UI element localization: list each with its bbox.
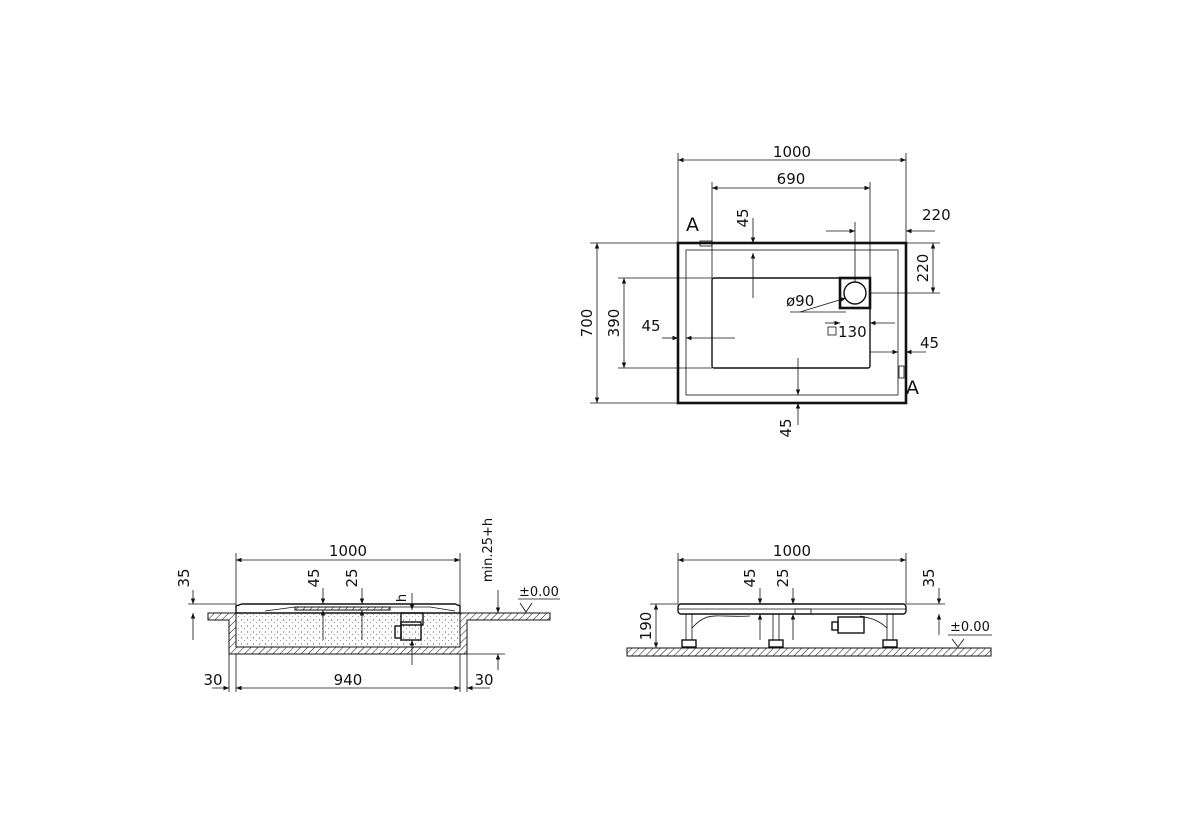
- side-dim-height: 35: [920, 568, 938, 587]
- dim-margin-right: 45: [920, 334, 939, 352]
- section-view: 1000 940 30 30 35 45 25 h min.25+h: [175, 518, 560, 692]
- side-dim-depth-a: 45: [741, 568, 759, 587]
- dim-drain-offset-x: 220: [922, 206, 951, 224]
- section-dim-depth-b: 25: [343, 568, 361, 587]
- section-dim-h: h: [395, 594, 410, 602]
- side-level-marker-icon: [951, 638, 965, 648]
- section-dim-height: 35: [175, 568, 193, 587]
- dim-drain-diameter: ø90: [786, 292, 814, 310]
- side-level: ±0.00: [950, 620, 990, 635]
- dim-inner-width: 690: [777, 170, 806, 188]
- dim-height: 700: [578, 309, 596, 338]
- dim-drain-square: 130: [838, 323, 867, 341]
- floor-cutout: [207, 612, 551, 655]
- side-floor: [626, 647, 992, 657]
- section-dim-min-depth: min.25+h: [481, 518, 496, 582]
- section-mark-a-bottom: A: [906, 377, 919, 399]
- tray-rim-inner: [685, 249, 899, 396]
- screed-fill: [238, 614, 458, 646]
- dim-drain-offset-y: 220: [914, 254, 932, 283]
- dim-width-top: 1000: [773, 143, 811, 161]
- side-dim-depth-b: 25: [774, 568, 792, 587]
- drain-circle: [843, 281, 867, 305]
- side-dim-total-height: 190: [637, 612, 655, 641]
- tray-outline: [676, 241, 908, 405]
- side-legs: [681, 613, 898, 648]
- top-view: A A 1000 690 220 220 45 700: [578, 143, 951, 438]
- side-drain: [837, 616, 865, 634]
- section-level: ±0.00: [519, 585, 559, 600]
- section-dim-width: 1000: [329, 542, 367, 560]
- dim-margin-top: 45: [734, 208, 752, 227]
- section-dim-depth-a: 45: [305, 568, 323, 587]
- square-symbol-icon: [827, 326, 837, 336]
- drain-fitting: [400, 612, 424, 626]
- section-dim-side-left: 30: [203, 671, 222, 689]
- side-view: 1000 45 25 35 190 ±0.00: [626, 542, 992, 657]
- dim-margin-left: 45: [641, 317, 660, 335]
- dim-margin-bottom: 45: [777, 418, 795, 437]
- side-dim-width: 1000: [773, 542, 811, 560]
- section-mark-a-top: A: [686, 214, 699, 236]
- dim-inner-height: 390: [605, 309, 623, 338]
- section-dim-side-right: 30: [474, 671, 493, 689]
- section-dim-inner-width: 940: [334, 671, 363, 689]
- level-marker-icon: [519, 602, 533, 613]
